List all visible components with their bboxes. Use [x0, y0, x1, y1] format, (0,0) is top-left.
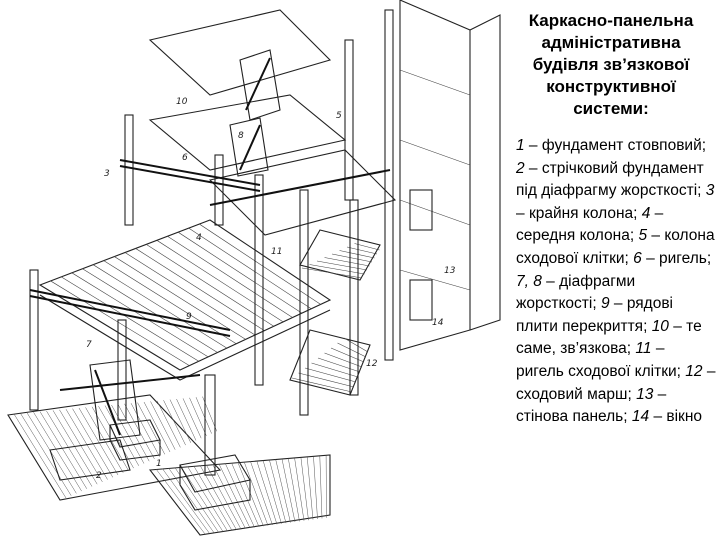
- legend-item-text: сходовий марш;: [516, 385, 632, 403]
- legend-item: 4 – середня колона;: [516, 204, 664, 245]
- callout-10: 10: [176, 97, 188, 107]
- callout-11: 11: [271, 247, 282, 257]
- callout-labels: 1 2 11 4 5 3 6 7 8 9 10 12 13 14: [86, 97, 456, 481]
- callout-5-upper: 5: [336, 111, 342, 121]
- legend-item-number: 5: [638, 227, 648, 245]
- legend-item-text: середня колона;: [516, 227, 635, 245]
- legend-item-number: 10: [651, 317, 669, 335]
- legend-item: 9 – рядові плити перекриття;: [516, 295, 673, 335]
- right-wall-panels: [399, 0, 501, 351]
- legend-item-number: 7, 8: [516, 272, 542, 290]
- main-floor-slab: [38, 219, 332, 381]
- callout-4: 4: [196, 233, 202, 243]
- legend-item: 3 – крайня колона;: [516, 182, 715, 222]
- legend-item: 1 – фундамент стовповий;: [516, 137, 707, 154]
- ground-hatch-right: [148, 454, 331, 536]
- legend-item-number: 13: [636, 385, 654, 403]
- legend-item: 12 – сходовий марш;: [516, 362, 716, 403]
- callout-1: 1: [156, 459, 162, 469]
- legend-item-text: вікно: [666, 408, 703, 426]
- callout-3: 3: [104, 169, 110, 179]
- legend-item-text: стінова панель;: [516, 408, 628, 426]
- legend-item-text: те саме, зв’язкова;: [516, 317, 702, 358]
- legend-item-number: 3: [705, 182, 715, 200]
- legend-item: 10 – те саме, зв’язкова;: [516, 317, 702, 358]
- callout-2: 2: [96, 471, 102, 481]
- foundations: [49, 419, 251, 511]
- callout-9: 9: [186, 312, 192, 322]
- legend-item: 14 – вікно: [631, 408, 703, 426]
- legend-item-number: 9: [600, 295, 610, 313]
- callout-13: 13: [444, 266, 456, 276]
- legend-item-text: ригель;: [659, 249, 712, 267]
- columns: [29, 9, 394, 476]
- legend-item-text: колона сходової клітки;: [516, 227, 715, 267]
- legend-item-text: крайня колона;: [528, 204, 638, 222]
- legend-item-number: 12: [685, 362, 703, 380]
- legend-item: 2 – стрічковий фундамент під діафрагму ж…: [516, 159, 704, 200]
- legend-item-text: ригель сходової клітки;: [516, 362, 681, 380]
- legend-item: 13 – стінова панель;: [516, 385, 667, 426]
- legend-item-number: 11: [635, 340, 652, 358]
- callout-12: 12: [366, 359, 378, 369]
- legend-item: 11 – ригель сходової клітки;: [516, 340, 681, 380]
- callout-7: 7: [86, 340, 92, 350]
- callout-6: 6: [182, 153, 188, 163]
- legend-item: 6 – ригель;: [633, 249, 712, 267]
- figure-title: Каркасно-панельна адміністративна будівл…: [528, 11, 694, 118]
- girders: [29, 159, 391, 391]
- legend-item-number: 4: [641, 204, 651, 222]
- legend-item-number: 14: [631, 408, 650, 426]
- legend-item-text: стрічковий фундамент під діафрагму жорст…: [516, 159, 704, 200]
- legend-item-text: фундамент стовповий;: [541, 137, 707, 154]
- legend-item: 7, 8 – діафрагми жорсткості;: [516, 272, 636, 313]
- legend: 1 – фундамент стовповий; 2 – стрічковий …: [516, 135, 716, 429]
- callout-14: 14: [432, 318, 444, 328]
- building-frame-drawing: 1 2 11 4 5 3 6 7 8 9 10 12 13 14: [7, 0, 501, 536]
- legend-item-number: 2: [516, 159, 525, 177]
- legend-item-number: 6: [633, 249, 642, 267]
- legend-item-text: рядові плити перекриття;: [516, 295, 673, 335]
- legend-item-text: діафрагми жорсткості;: [516, 272, 636, 313]
- legend-item: 5 – колона сходової клітки;: [516, 227, 715, 267]
- frame-svg: 1 2 11 4 5 3 6 7 8 9 10 12 13 14: [7, 0, 501, 536]
- callout-8: 8: [238, 131, 244, 141]
- legend-item-number: 1: [516, 137, 525, 154]
